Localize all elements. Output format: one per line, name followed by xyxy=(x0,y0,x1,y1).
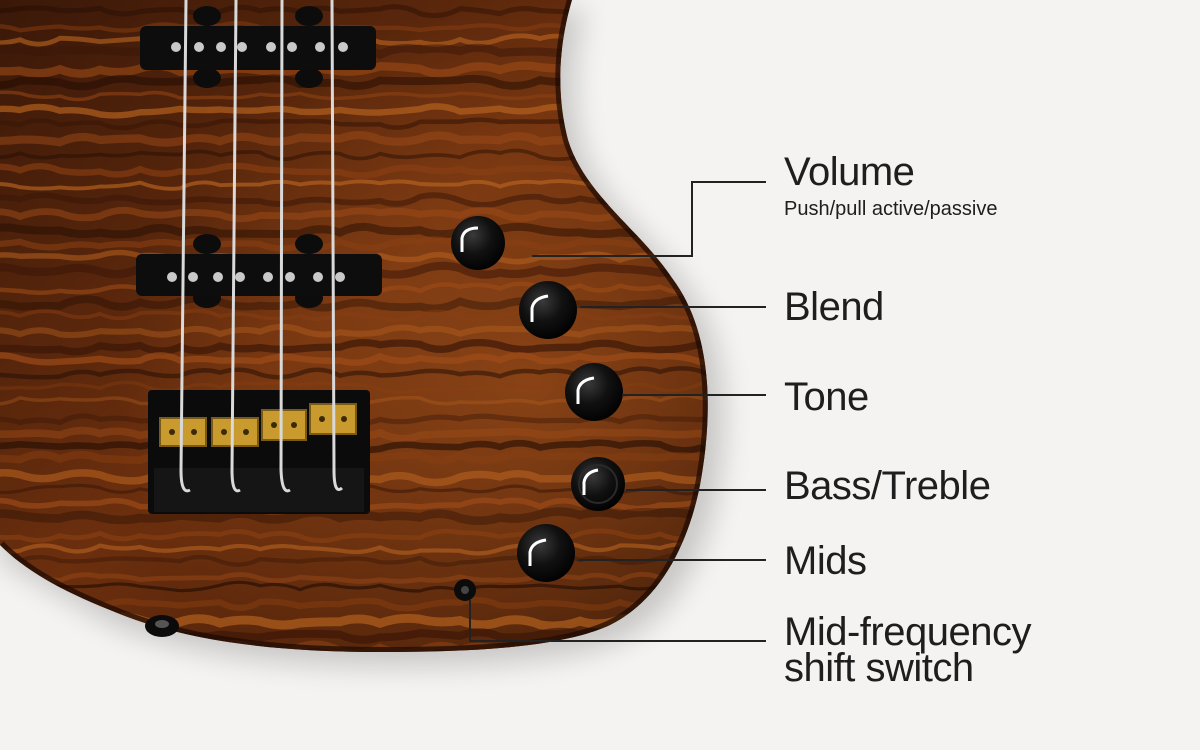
mid-shift-label-line1: Mid-frequency xyxy=(784,610,1031,654)
volume-knob xyxy=(451,216,505,270)
bass-treble-label: Bass/Treble xyxy=(784,464,991,508)
volume-sublabel: Push/pull active/passive xyxy=(784,198,998,220)
bridge-pickup xyxy=(136,234,382,308)
neck-pickup xyxy=(140,6,376,88)
mid-shift-label-line2: shift switch xyxy=(784,646,974,690)
mids-knob xyxy=(517,524,575,582)
mid-shift-leader xyxy=(469,600,766,642)
blend-label: Blend xyxy=(784,285,884,329)
mid-shift-label: Mid-frequency shift switch xyxy=(784,610,1031,690)
tone-label: Tone xyxy=(784,375,869,419)
blend-knob xyxy=(519,281,577,339)
volume-label: Volume xyxy=(784,150,915,194)
mids-label: Mids xyxy=(784,539,867,583)
mid-shift-switch xyxy=(454,579,476,601)
bass-treble-knob xyxy=(571,457,625,511)
tone-knob xyxy=(565,363,623,421)
bass-strings xyxy=(179,0,343,493)
output-jack xyxy=(145,615,179,637)
leader-lines xyxy=(469,181,766,642)
volume-leader xyxy=(532,181,766,257)
